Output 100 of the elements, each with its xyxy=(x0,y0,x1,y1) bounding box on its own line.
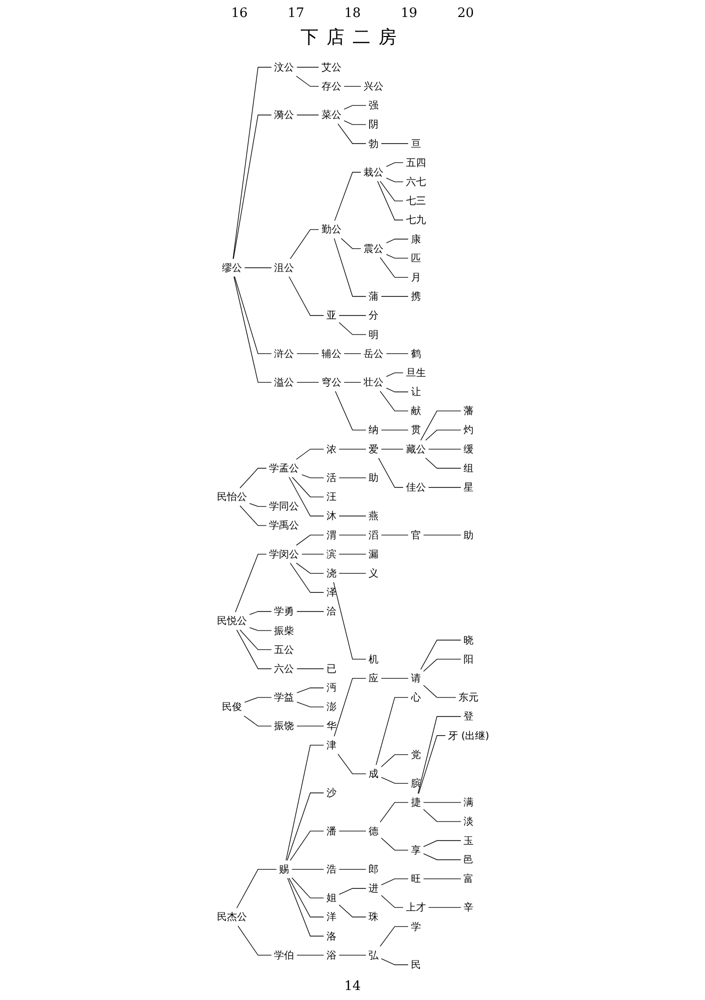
node-text: 艾公 xyxy=(320,61,341,74)
node-text: 学孟公 xyxy=(268,462,299,474)
node-text: 藩 xyxy=(463,404,474,417)
connector xyxy=(248,627,272,631)
node-text: 六公 xyxy=(274,662,294,675)
connector xyxy=(244,267,272,268)
connector xyxy=(296,382,318,383)
node-text: 民 xyxy=(410,958,420,971)
generation-number: 19 xyxy=(400,6,418,21)
node-text: 民杰公 xyxy=(216,910,246,923)
node-text: 华 xyxy=(326,720,336,732)
connector xyxy=(286,792,324,861)
node-text: 弘 xyxy=(368,949,378,962)
node-text: 潘 xyxy=(326,824,336,837)
connector xyxy=(291,476,324,498)
node-text: 阴 xyxy=(368,118,378,130)
node-text: 民悦公 xyxy=(216,614,246,627)
node-text: 学益 xyxy=(274,691,294,704)
generation-number: 17 xyxy=(288,6,304,21)
node-text: 佳公 xyxy=(405,481,426,494)
node-text: 学禹公 xyxy=(268,519,299,532)
node-text: 藏公 xyxy=(405,442,426,456)
node-text: 民俊 xyxy=(221,700,242,713)
node-text: 浩 xyxy=(326,863,336,876)
connector xyxy=(338,554,366,555)
node-text: 沔 xyxy=(326,682,336,694)
node-text: 珠 xyxy=(368,910,378,923)
node-text: 月 xyxy=(410,271,420,284)
node-text: 星 xyxy=(463,481,474,494)
connector xyxy=(340,238,361,249)
section-heading: 下店二房 xyxy=(300,26,404,49)
node-text: 学 xyxy=(410,920,420,932)
node-text: 洛 xyxy=(326,930,336,942)
node-text: 勃 xyxy=(368,137,378,150)
connector xyxy=(418,735,446,794)
connector xyxy=(301,474,324,478)
connector xyxy=(332,582,366,660)
node-text: 沮公 xyxy=(274,262,294,274)
connector xyxy=(296,702,324,708)
node-text: 汪 xyxy=(326,490,336,503)
connector xyxy=(422,802,461,803)
node-text: 学勇 xyxy=(274,605,294,618)
connector xyxy=(386,178,403,182)
node-text: 泽 xyxy=(326,586,336,598)
connector xyxy=(338,954,366,956)
connector xyxy=(422,534,461,536)
connector xyxy=(386,372,403,377)
connector xyxy=(333,238,366,297)
node-text: 玉 xyxy=(463,834,474,846)
connector xyxy=(232,114,272,260)
connector xyxy=(428,487,461,488)
node-text: 富 xyxy=(463,872,474,885)
connector xyxy=(380,754,408,768)
generation-number: 16 xyxy=(231,6,248,21)
connector xyxy=(422,809,461,822)
connector xyxy=(380,143,408,144)
connector xyxy=(248,611,272,615)
node-text: 兴公 xyxy=(363,80,384,92)
node-text: 存公 xyxy=(320,80,341,92)
connector xyxy=(288,476,324,516)
node-text: 浴 xyxy=(326,949,336,962)
connector xyxy=(296,668,324,670)
node-text: 赐 xyxy=(278,863,289,876)
connector xyxy=(386,254,408,259)
node-text: 应 xyxy=(368,672,378,684)
connector xyxy=(337,754,366,774)
connector xyxy=(338,322,366,335)
connector xyxy=(291,877,324,898)
connector xyxy=(286,878,324,936)
connector xyxy=(379,257,408,278)
connector xyxy=(338,904,366,918)
connector xyxy=(378,458,403,488)
node-text: 邑 xyxy=(463,854,474,866)
connector xyxy=(301,554,324,555)
connector xyxy=(380,776,408,784)
node-text: 澎 xyxy=(326,700,336,713)
node-text: 已 xyxy=(326,662,336,675)
node-text: 民怡公 xyxy=(216,490,246,503)
connector xyxy=(334,172,361,222)
node-text: 洋 xyxy=(326,910,336,923)
node-text: 燕 xyxy=(368,510,378,522)
node-text: 五公 xyxy=(274,643,294,656)
node-text: 滔 xyxy=(368,528,378,541)
connector xyxy=(380,895,403,908)
node-text: 辅公 xyxy=(320,347,341,360)
connector xyxy=(380,838,408,851)
node-text: 德 xyxy=(368,824,378,837)
node-text: 沙 xyxy=(326,786,336,799)
connector xyxy=(234,554,266,612)
node-text: 穹公 xyxy=(320,376,341,388)
connector xyxy=(422,840,461,848)
node-text: 党 xyxy=(410,748,420,761)
connector xyxy=(386,238,408,244)
connector xyxy=(237,926,272,956)
node-text: 阳 xyxy=(463,653,474,666)
connector xyxy=(334,390,366,430)
connector xyxy=(379,926,408,947)
node-text: 灼 xyxy=(463,424,474,436)
node-text: 膑 xyxy=(410,777,420,790)
connector xyxy=(289,229,318,260)
